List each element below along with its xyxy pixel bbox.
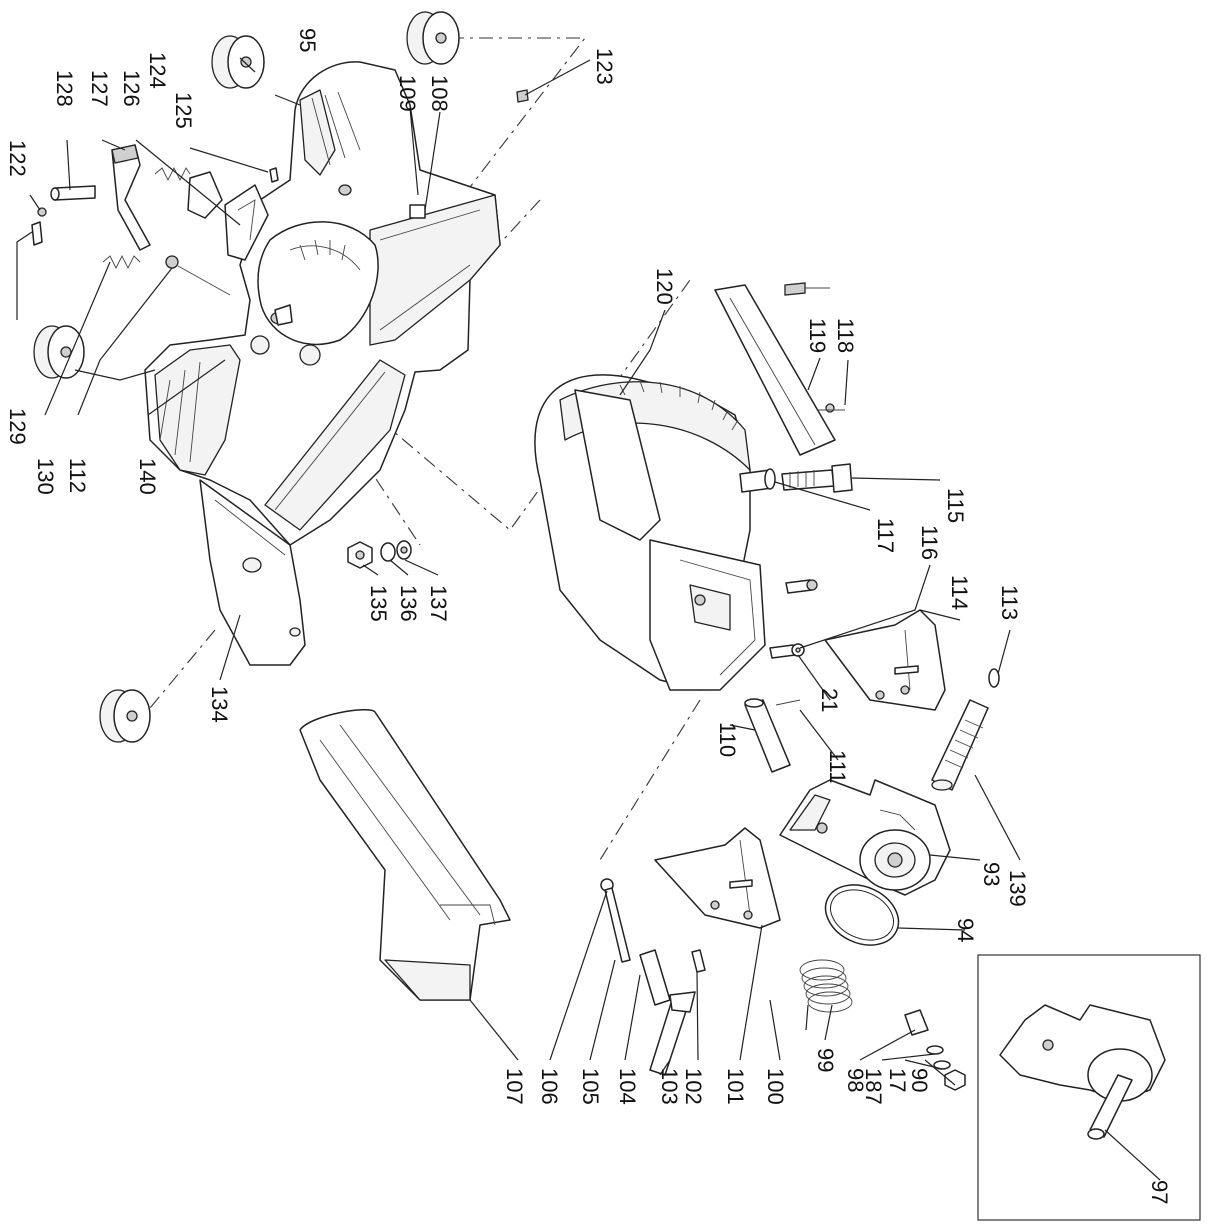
bolt-and-bushing xyxy=(739,463,853,493)
callout-114: 114 xyxy=(947,575,972,610)
o-ring xyxy=(824,884,900,946)
callout-104: 104 xyxy=(615,1068,640,1105)
callout-97: 97 xyxy=(1147,1180,1172,1204)
callout-102: 102 xyxy=(681,1068,706,1105)
callout-21: 21 xyxy=(817,688,842,712)
callout-113: 113 xyxy=(997,585,1022,620)
handle-assembly xyxy=(600,878,706,1076)
callout-119: 119 xyxy=(805,318,830,353)
callout-135: 135 xyxy=(366,585,391,622)
torsion-spring xyxy=(799,959,853,1031)
callout-122: 122 xyxy=(5,140,30,177)
callout-17: 17 xyxy=(885,1068,910,1092)
fastener-stack xyxy=(904,1009,966,1091)
foot-pad-bottom xyxy=(99,689,151,743)
shaft-139 xyxy=(931,668,1000,791)
callout-101: 101 xyxy=(723,1068,748,1105)
callout-129: 129 xyxy=(5,408,30,445)
base-casting xyxy=(144,61,501,546)
rubber-feet xyxy=(33,11,460,743)
callout-106: 106 xyxy=(537,1068,562,1105)
callout-126: 126 xyxy=(119,70,144,107)
callout-112: 112 xyxy=(65,458,90,493)
blade-guard xyxy=(299,708,511,1001)
callout-99: 99 xyxy=(813,1048,838,1072)
leader-lines xyxy=(16,57,1161,1181)
foot-pad-top-right xyxy=(406,11,460,65)
turntable xyxy=(534,374,766,691)
callout-137: 137 xyxy=(426,585,451,622)
callout-93: 93 xyxy=(979,862,1004,886)
callout-128: 128 xyxy=(52,70,77,107)
callout-140: 140 xyxy=(135,458,160,495)
callout-139: 139 xyxy=(1005,870,1030,907)
callout-110: 110 xyxy=(715,722,740,757)
bevel-bracket xyxy=(779,779,951,896)
foot-pad-left xyxy=(33,325,85,379)
callout-90: 90 xyxy=(907,1068,932,1092)
callout-120: 120 xyxy=(652,268,677,305)
pin-110 xyxy=(744,698,801,773)
screws-116-21 xyxy=(769,579,818,659)
bevel-plate-114 xyxy=(824,609,946,711)
callout-107: 107 xyxy=(502,1068,527,1105)
foot-pad-top-left xyxy=(211,35,265,89)
callout-labels: 95 124 109 108 123 125 128 127 126 122 1… xyxy=(5,28,1172,1204)
callout-187: 187 xyxy=(861,1068,886,1105)
inset-detail-box xyxy=(977,954,1201,1221)
nut-and-washers xyxy=(347,540,412,569)
callout-130: 130 xyxy=(33,458,58,495)
bevel-plate-101 xyxy=(654,827,781,929)
callout-117: 117 xyxy=(873,518,898,553)
callout-111: 111 xyxy=(825,750,850,783)
lock-assembly-parts xyxy=(31,89,529,326)
callout-124: 124 xyxy=(145,52,170,89)
fence-plate xyxy=(714,282,845,456)
callout-108: 108 xyxy=(427,75,452,112)
callout-109: 109 xyxy=(395,75,420,112)
callout-127: 127 xyxy=(87,70,112,107)
callout-98: 98 xyxy=(843,1068,868,1092)
callout-123: 123 xyxy=(592,48,617,85)
callout-136: 136 xyxy=(396,585,421,622)
callout-115: 115 xyxy=(943,488,968,523)
callout-116: 116 xyxy=(917,525,942,560)
callout-134: 134 xyxy=(207,686,232,723)
callout-105: 105 xyxy=(578,1068,603,1105)
callout-118: 118 xyxy=(833,318,858,353)
callout-125: 125 xyxy=(171,92,196,129)
callout-95: 95 xyxy=(295,28,320,52)
callout-103: 103 xyxy=(657,1068,682,1105)
base-plate xyxy=(199,479,306,666)
callout-100: 100 xyxy=(763,1068,788,1105)
callout-94: 94 xyxy=(953,918,978,942)
